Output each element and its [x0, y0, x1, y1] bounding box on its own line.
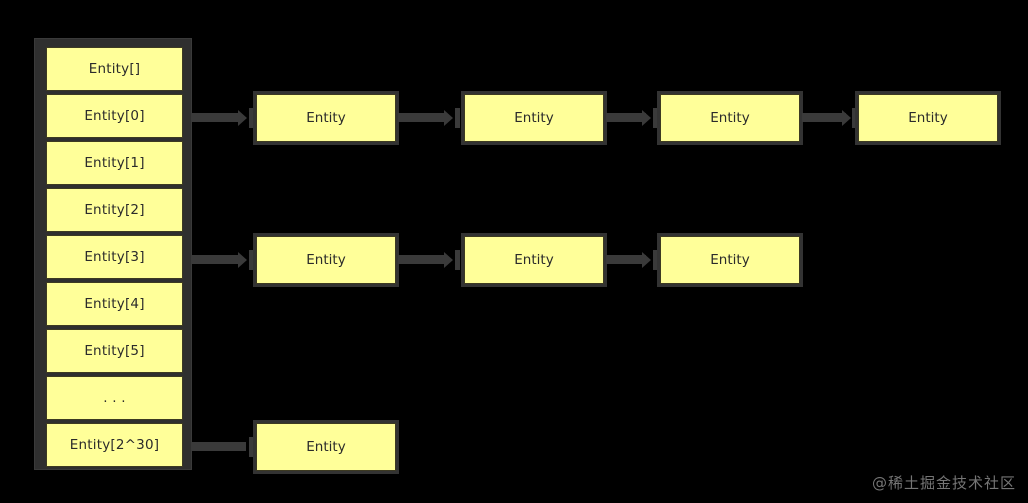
array-cell-ellipsis: . . . — [46, 376, 183, 420]
entity-node-label: Entity — [514, 252, 554, 268]
connector-array-to-row1-node1 — [192, 113, 240, 122]
connector-row1-node3-to-node4 — [802, 113, 846, 122]
entity-node-row1-2[interactable]: Entity — [464, 94, 604, 142]
entity-node-label: Entity — [710, 252, 750, 268]
entity-node-row1-1[interactable]: Entity — [256, 94, 396, 142]
entity-node-row2-2[interactable]: Entity — [464, 236, 604, 284]
connector-array-to-row3-node1 — [192, 442, 246, 451]
entity-node-label: Entity — [710, 110, 750, 126]
connector-stub-row2-node1 — [249, 250, 254, 270]
entity-node-label: Entity — [306, 439, 346, 455]
connector-stub-row3-node1 — [249, 437, 254, 457]
connector-array-to-row2-node1 — [192, 255, 240, 264]
connector-stub-row2-node2 — [455, 250, 460, 270]
connector-stub-row1-node4 — [852, 108, 857, 128]
arrowhead-row2-node2 — [444, 252, 453, 268]
array-cell-index-5[interactable]: Entity[5] — [46, 329, 183, 373]
entity-node-label: Entity — [908, 110, 948, 126]
connector-row1-node2-to-node3 — [606, 113, 646, 122]
entity-node-row2-1[interactable]: Entity — [256, 236, 396, 284]
entity-node-label: Entity — [306, 252, 346, 268]
connector-row1-node1-to-node2 — [398, 113, 446, 122]
connector-stub-row2-node3 — [653, 250, 658, 270]
array-cell-index-3[interactable]: Entity[3] — [46, 235, 183, 279]
entity-node-label: Entity — [514, 110, 554, 126]
connector-stub-row1-node1 — [249, 108, 254, 128]
array-cell-index-2p30[interactable]: Entity[2^30] — [46, 423, 183, 467]
arrowhead-row1-node2 — [444, 110, 453, 126]
array-cell-index-1[interactable]: Entity[1] — [46, 141, 183, 185]
arrowhead-row1-node1 — [238, 110, 247, 126]
arrowhead-row2-node1 — [238, 252, 247, 268]
entity-node-row3-1[interactable]: Entity — [256, 423, 396, 471]
arrowhead-row1-node3 — [642, 110, 651, 126]
array-cell-index-0[interactable]: Entity[0] — [46, 94, 183, 138]
connector-stub-row1-node2 — [455, 108, 460, 128]
entity-node-row2-3[interactable]: Entity — [660, 236, 800, 284]
array-cell-index-4[interactable]: Entity[4] — [46, 282, 183, 326]
array-cell-entity-type[interactable]: Entity[] — [46, 47, 183, 91]
array-cell-index-2[interactable]: Entity[2] — [46, 188, 183, 232]
entity-node-label: Entity — [306, 110, 346, 126]
connector-row2-node1-to-node2 — [398, 255, 446, 264]
connector-row2-node2-to-node3 — [606, 255, 646, 264]
entity-array-column: Entity[] Entity[0] Entity[1] Entity[2] E… — [34, 38, 192, 470]
arrowhead-row1-node4 — [842, 110, 851, 126]
watermark-text: @稀土掘金技术社区 — [871, 474, 1016, 492]
entity-node-row1-4[interactable]: Entity — [858, 94, 998, 142]
arrowhead-row2-node3 — [642, 252, 651, 268]
entity-node-row1-3[interactable]: Entity — [660, 94, 800, 142]
connector-stub-row1-node3 — [653, 108, 658, 128]
